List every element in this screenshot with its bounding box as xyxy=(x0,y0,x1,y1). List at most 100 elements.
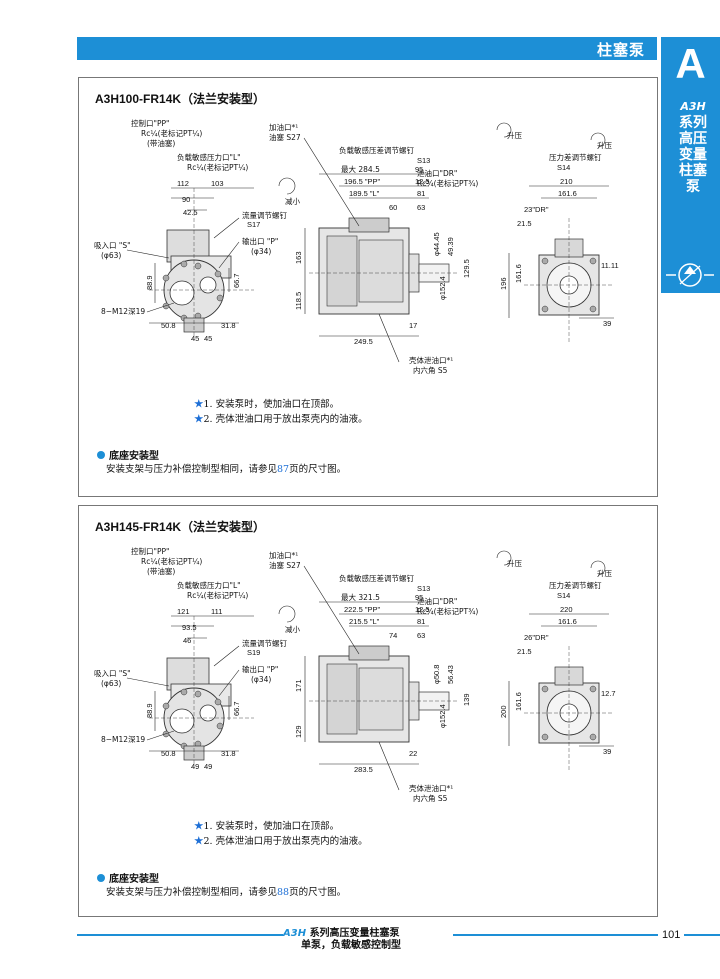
rise-label: 升压 xyxy=(507,559,522,568)
bolt-hole xyxy=(214,698,222,706)
cylinder-housing xyxy=(358,239,404,303)
dim-text: 49 xyxy=(204,762,212,771)
bullet-icon xyxy=(97,451,105,459)
dim-text: 39 xyxy=(603,319,611,328)
reduce-label: 减小 xyxy=(285,196,300,206)
l-rc-label: Rc¼(老标记PT¼) xyxy=(187,590,248,600)
page-number: 101 xyxy=(658,929,685,941)
base-title-text: 底座安装型 xyxy=(109,451,159,462)
dimension-line xyxy=(146,302,175,313)
dim-text: 88.9 xyxy=(145,703,154,718)
rotate-arrow-icon xyxy=(590,560,606,576)
flow-screw-code: S17 xyxy=(247,220,260,229)
dim-text: 200 xyxy=(499,705,508,718)
dim-text: 最大 321.5 xyxy=(341,592,380,602)
panel-title: A3H100-FR14K（法兰安装型） xyxy=(95,92,266,106)
bullet-icon xyxy=(97,874,105,882)
dim-text: 161.6 xyxy=(558,617,577,626)
dr-rc-label: Rc¾(老标记PT¾) xyxy=(417,178,478,188)
page-reference-link[interactable]: 88 xyxy=(277,887,290,898)
l-rc-label: Rc¼(老标记PT¼) xyxy=(187,162,248,172)
dim-text: 88.9 xyxy=(145,275,154,290)
bolt-label: 8−M12深19 xyxy=(101,307,145,316)
dr-label: 泄油口"DR" xyxy=(417,168,457,178)
dim-text: 42.5 xyxy=(183,208,198,217)
diff-screw-label: 压力差调节螺钉 xyxy=(549,152,602,162)
dim-text: 112 xyxy=(177,179,189,188)
base-mount-text: 安装支架与压力补偿控制型相同，请参见87页的尺寸图。 xyxy=(106,461,346,475)
bolt-hole xyxy=(541,257,549,265)
bolt-hole xyxy=(194,262,202,270)
note-2: ★2. 壳体泄油口用于放出泵壳内的油液。 xyxy=(194,836,368,847)
note-1: ★1. 安装泵时，使加油口在顶部。 xyxy=(194,399,340,410)
outlet-port xyxy=(199,276,217,294)
dim-text: 50.8 xyxy=(161,749,176,758)
suction-dia: (φ63) xyxy=(101,251,121,260)
bolt-hole xyxy=(214,270,222,278)
note-1: ★1. 安装泵时，使加油口在顶部。 xyxy=(194,821,340,832)
dim-text: 81 xyxy=(417,189,425,198)
flow-screw-label: 流量调节螺钉 xyxy=(242,210,287,220)
dim-text: 93.5 xyxy=(182,623,197,632)
ls-screw-label: 负载敏感压差调节螺钉 xyxy=(339,573,414,583)
pp-plug-label: (带油塞) xyxy=(147,138,175,148)
header-bar: 柱塞泵 xyxy=(77,37,657,60)
footer-line-1: A3H 系列高压变量柱塞泵 xyxy=(283,924,400,939)
bolt-hole xyxy=(541,685,549,693)
dim-text: 283.5 xyxy=(354,765,373,774)
note-text: 1. 安装泵时，使加油口在顶部。 xyxy=(203,399,340,410)
bolt-hole xyxy=(589,685,597,693)
dim-text: 220 xyxy=(560,605,573,614)
rotate-arrow-icon xyxy=(590,132,606,148)
suction-label: 吸入口 "S" xyxy=(94,669,131,678)
dim-text: 63 xyxy=(417,203,425,212)
dim-text: 12.5 xyxy=(415,605,430,614)
pp-port-label: 控制口"PP" xyxy=(131,118,169,128)
l-port-label: 负载敏感压力口"L" xyxy=(177,152,241,162)
base-mount-text: 安装支架与压力补偿控制型相同，请参见88页的尺寸图。 xyxy=(106,884,346,898)
dim-text: 161.6 xyxy=(514,264,523,283)
control-valve xyxy=(348,645,390,661)
base-text: 安装支架与压力补偿控制型相同，请参见 xyxy=(106,464,278,475)
fill-port-label: 加油口*¹ xyxy=(269,550,298,560)
section-tab[interactable]: A A3H 系列 高压 变量 柱塞 泵 xyxy=(661,37,720,293)
l-port-label: 负载敏感压力口"L" xyxy=(177,580,241,590)
dim-text: 163 xyxy=(294,251,303,264)
pump-symbol-icon xyxy=(666,263,714,287)
dim-text: 118.5 xyxy=(294,292,303,310)
fill-plug-label: 油塞 S27 xyxy=(269,132,301,142)
dimension-line xyxy=(218,241,240,269)
dim-text: 39 xyxy=(603,747,611,756)
drain-hex-label: 内六角 S5 xyxy=(413,793,448,803)
outlet-label: 输出口 "P" xyxy=(242,664,278,674)
suction-label: 吸入口 "S" xyxy=(94,241,131,250)
flow-screw-label: 流量调节螺钉 xyxy=(242,638,287,648)
suction-dia: (φ63) xyxy=(101,679,121,688)
outlet-port xyxy=(199,704,217,722)
tab-line: 高压 xyxy=(679,131,707,147)
dimension-line xyxy=(378,741,400,791)
dimension-line xyxy=(213,217,240,239)
footer-logo: A3H xyxy=(283,928,307,939)
rise-label-2: 升压 xyxy=(597,569,612,578)
dim-text: 60 xyxy=(389,203,397,212)
tab-logo: A3H xyxy=(680,100,706,113)
dim-text: 66.7 xyxy=(232,701,241,716)
technical-drawing: 控制口"PP"Rc¼(老标记PT¼)(带油塞)负载敏感压力口"L"Rc¼(老标记… xyxy=(94,118,619,375)
outlet-label: 输出口 "P" xyxy=(242,236,278,246)
pp-rc-label: Rc¼(老标记PT¼) xyxy=(141,128,202,138)
dim-text: 161.6 xyxy=(558,189,577,198)
rotate-arrow-icon xyxy=(278,605,296,623)
dim-text: 210 xyxy=(560,177,573,186)
dim-text: 129 xyxy=(294,725,303,738)
page-reference-link[interactable]: 87 xyxy=(277,464,290,475)
dim-text: 49 xyxy=(191,762,199,771)
dim-text: 121 xyxy=(177,607,190,616)
shaft-dim: 49.39 xyxy=(446,237,455,256)
dim-text: 66.7 xyxy=(232,273,241,288)
drain-hex-label: 内六角 S5 xyxy=(413,365,448,375)
dimension-line xyxy=(126,677,170,687)
dr-label: 泄油口"DR" xyxy=(417,596,457,606)
bolt-hole xyxy=(589,733,597,741)
fill-plug-label: 油塞 S27 xyxy=(269,560,301,570)
